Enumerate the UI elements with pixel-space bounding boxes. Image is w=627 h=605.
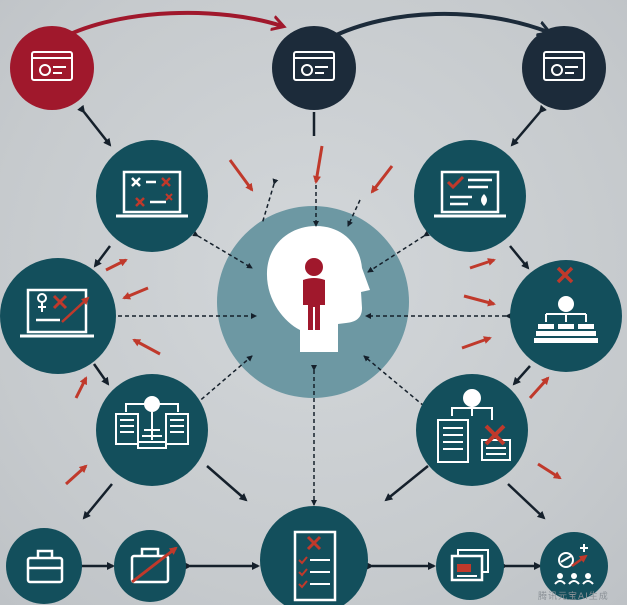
node-bottom-left-briefcase [6,528,82,604]
node-top-right-monitor [522,26,606,110]
network-documents-icon [437,389,511,463]
dashed-connectors [118,178,511,506]
folder-icon [450,549,489,582]
watermark: 腾讯元宝AI生成 [538,592,609,602]
monitor-icon [31,51,73,81]
node-bottom-briefcase-growth [114,530,186,602]
node-top-left-monitor [10,26,94,110]
monitor-icon [293,51,335,81]
curved-arrow-navy [329,11,548,40]
monitor-icon [543,51,585,81]
connectors [77,104,547,570]
curved-arrow-red [61,10,282,40]
laptop-chart-icon [20,288,94,338]
node-left-laptop-chart [0,258,116,374]
node-right-network-docs [416,374,528,486]
node-bottom-center-checklist [260,506,368,605]
node-left-network-server [96,374,208,486]
human-head-icon [266,226,370,352]
node-top-center-monitor [272,26,356,110]
laptop-checklist-icon [116,170,188,218]
checklist-document-icon [293,530,337,602]
org-chart-icon [534,266,598,343]
briefcase-growth-icon [130,546,178,584]
node-right-laptop-document [414,140,526,252]
briefcase-icon [26,549,64,584]
node-bottom-right-people [540,532,608,600]
laptop-document-icon [434,170,506,218]
node-left-laptop-checklist [96,140,208,252]
hub [217,206,409,398]
people-network-icon [554,544,594,585]
node-right-org-chart [510,260,622,372]
red-arrows [64,145,562,486]
network-server-icon [115,396,189,449]
node-bottom-folder [436,532,504,600]
